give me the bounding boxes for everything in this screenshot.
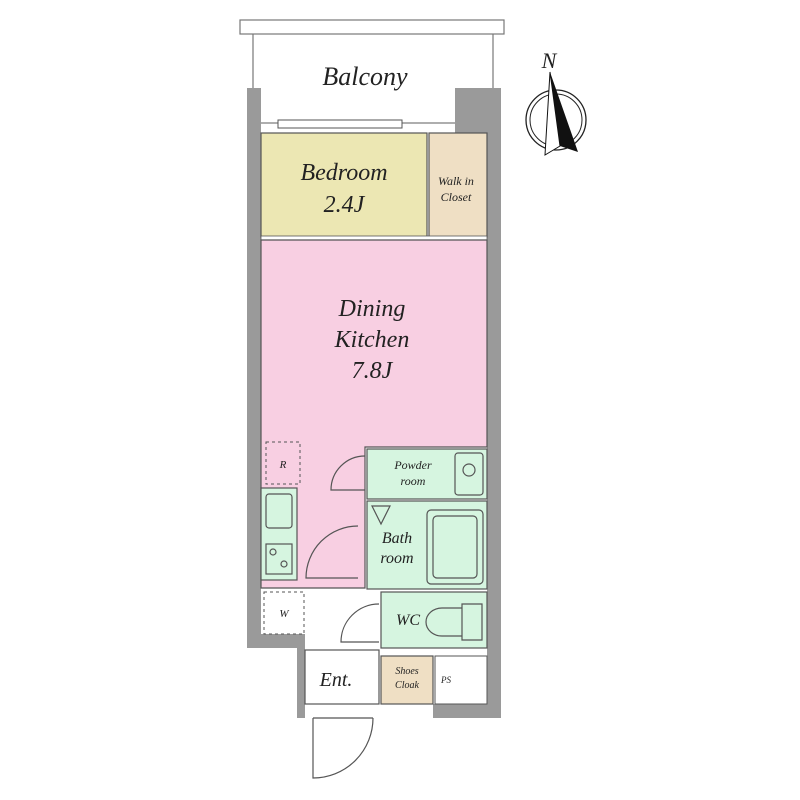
southwest-wall (247, 634, 299, 648)
bath-label-line2: room (380, 550, 413, 567)
bedroom-area (260, 132, 428, 238)
refrigerator-label: R (279, 459, 287, 471)
walkin-closet-area (428, 132, 488, 238)
refrigerator-space (265, 441, 301, 485)
powder-label-line1: Powder (393, 458, 432, 472)
powder-label-line2: room (401, 474, 426, 488)
bedroom-name: Bedroom (300, 160, 387, 186)
entrance-label: Ent. (319, 669, 353, 691)
kitchen-counter (260, 487, 298, 581)
compass-north-label: N (541, 48, 558, 73)
entrance-door (312, 717, 374, 779)
bedroom-size: 2.4J (324, 192, 366, 218)
shower-marker (371, 505, 391, 526)
walkin-label-line1: Walk in (438, 174, 474, 188)
bath-label-line1: Bath (382, 530, 412, 547)
dining-size: 7.8J (352, 358, 394, 384)
south-wall (433, 704, 501, 718)
toilet-tank (461, 603, 483, 641)
kitchen-door (305, 525, 359, 579)
dining-label-line2: Kitchen (334, 327, 410, 353)
north-compass: N (525, 48, 587, 156)
pipe-space (434, 655, 488, 705)
wash-basin (454, 452, 484, 496)
powder-door (330, 455, 366, 491)
basin-bowl (462, 463, 476, 477)
bathtub-inner (432, 515, 478, 579)
balcony-railing (239, 19, 505, 35)
burner-2 (280, 560, 288, 568)
bathtub (426, 509, 484, 585)
burner-1 (269, 548, 277, 556)
ps-label: PS (440, 675, 451, 685)
kitchen-sink (265, 493, 293, 529)
dining-label-line1: Dining (338, 296, 406, 322)
walkin-label-line2: Closet (441, 190, 472, 204)
compass-needle-shadow (544, 71, 561, 156)
balcony-label: Balcony (322, 62, 408, 91)
entrance-area (304, 649, 380, 705)
northeast-wall (455, 88, 501, 133)
east-wall (487, 88, 501, 718)
balcony-area (252, 32, 494, 124)
wc-area (380, 591, 488, 649)
wc-label: WC (396, 612, 420, 629)
shoes-label-line1: Shoes (395, 666, 418, 677)
compass-needle-icon (550, 72, 578, 152)
entrance-wall (297, 634, 305, 718)
west-wall (247, 88, 261, 648)
cooktop (265, 543, 293, 575)
shoes-cloak (380, 655, 434, 705)
powder-room-area (366, 448, 488, 500)
washer-space (263, 591, 305, 635)
shoes-label-line2: Cloak (395, 680, 419, 691)
wc-door (340, 603, 380, 643)
dining-kitchen-area (260, 239, 488, 589)
toilet-bowl (425, 607, 462, 637)
washer-label: W (279, 608, 289, 620)
balcony-window (277, 119, 403, 129)
